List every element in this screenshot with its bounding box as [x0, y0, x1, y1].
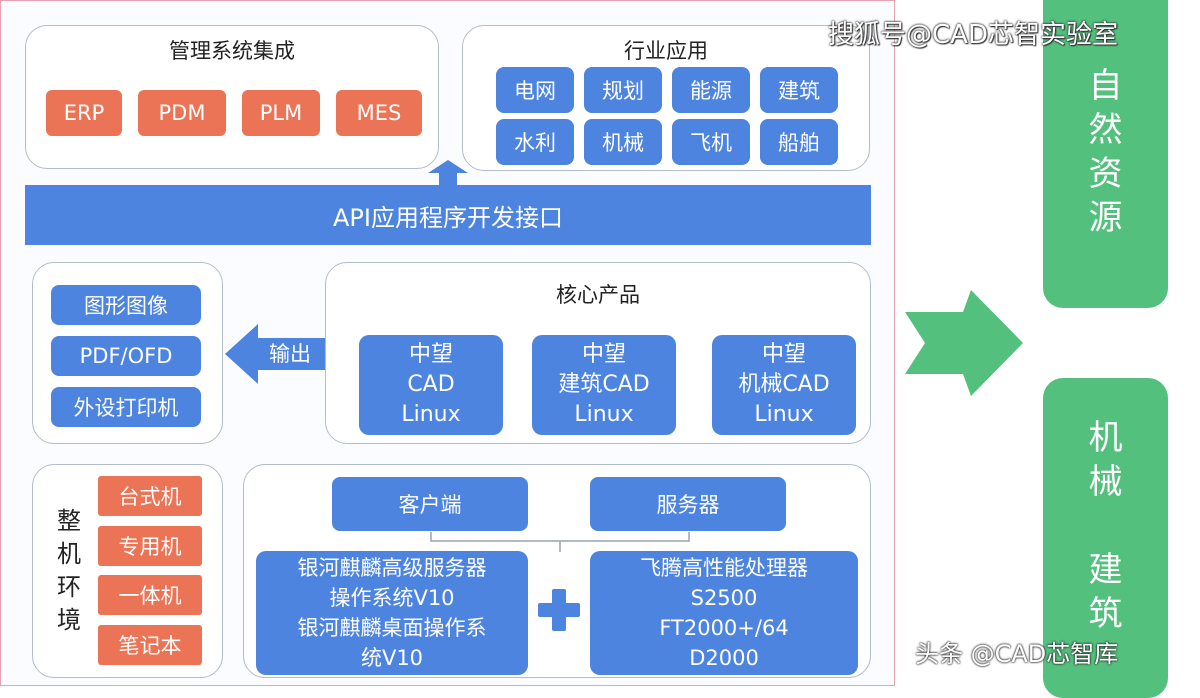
product-line: 中望 [581, 342, 626, 367]
machine-env-title-char: 整 [57, 507, 81, 535]
industry-item: 规划 [584, 67, 662, 113]
product-line: 机械CAD [738, 372, 830, 397]
mech-arch-char: 建 [1088, 550, 1123, 590]
erp-box: ERP [46, 90, 122, 136]
machine-env-title-char: 环 [57, 573, 81, 601]
industry-item: 建筑 [760, 67, 838, 113]
output-arrow-label: 输出 [269, 342, 311, 366]
natural-resources-char: 然 [1088, 110, 1123, 150]
desktop-box: 台式机 [98, 476, 202, 516]
mech-arch-char: 筑 [1088, 594, 1123, 634]
pdm-box: PDM [138, 90, 226, 136]
bracket-connector [430, 532, 690, 552]
graphics-box: 图形图像 [51, 285, 201, 325]
industry-item: 水利 [496, 119, 574, 165]
product-line: 建筑CAD [558, 372, 650, 397]
machine-env-title: 整 机 环 境 [49, 505, 89, 637]
core-products-panel: 核心产品 中望 CAD Linux 中望 建筑CAD Linux 中望 机械CA… [325, 262, 871, 444]
core-products-title: 核心产品 [556, 283, 640, 307]
api-bar: API应用程序开发接口 [25, 185, 871, 245]
natural-resources-char: 源 [1088, 198, 1123, 238]
product-line: Linux [754, 402, 814, 427]
management-title: 管理系统集成 [169, 39, 295, 63]
pdf-ofd-box: PDF/OFD [51, 336, 201, 376]
natural-resources-char: 资 [1088, 154, 1123, 194]
plus-icon [538, 589, 580, 631]
industry-item: 电网 [496, 67, 574, 113]
right-arrow-icon [905, 290, 1023, 396]
industry-item: 飞机 [672, 119, 750, 165]
client-box: 客户端 [332, 477, 528, 531]
os-line: 操作系统V10 [329, 586, 455, 610]
product-zwcad-linux: 中望 CAD Linux [359, 335, 503, 435]
cpu-line: S2500 [690, 586, 758, 610]
cpu-box: 飞腾高性能处理器 S2500 FT2000+/64 D2000 [590, 551, 858, 675]
up-arrow-icon [428, 160, 468, 190]
management-panel: 管理系统集成 ERP PDM PLM MES [25, 25, 439, 169]
machine-env-panel: 整 机 环 境 台式机 专用机 一体机 笔记本 [32, 464, 223, 678]
plm-box: PLM [242, 90, 320, 136]
dedicated-box: 专用机 [98, 526, 202, 566]
watermark-top: 搜狐号@CAD芯智实验室 [828, 20, 1118, 50]
output-arrow-icon [225, 324, 330, 384]
cpu-line: FT2000+/64 [659, 616, 789, 640]
mech-arch-box: 机 械 建 筑 [1043, 378, 1168, 698]
mech-arch-char: 械 [1088, 462, 1123, 502]
product-line: CAD [407, 372, 455, 397]
product-line: 中望 [761, 342, 806, 367]
product-line: 中望 [408, 342, 453, 367]
industry-item: 机械 [584, 119, 662, 165]
notebook-box: 笔记本 [98, 625, 202, 665]
mes-box: MES [336, 90, 422, 136]
printer-box: 外设打印机 [51, 387, 201, 427]
cpu-line: D2000 [689, 646, 759, 670]
base-panel: 客户端 服务器 银河麒麟高级服务器 操作系统V10 银河麒麟桌面操作系 统V10… [243, 464, 871, 678]
product-line: Linux [401, 402, 461, 427]
product-line: Linux [574, 402, 634, 427]
os-line: 统V10 [360, 646, 424, 670]
machine-env-title-char: 境 [57, 606, 81, 634]
product-mechanical-cad-linux: 中望 机械CAD Linux [712, 335, 856, 435]
os-box: 银河麒麟高级服务器 操作系统V10 银河麒麟桌面操作系 统V10 [256, 551, 528, 675]
mech-arch-char: 机 [1088, 418, 1123, 458]
os-line: 银河麒麟高级服务器 [297, 556, 487, 580]
watermark-bottom: 头条 @CAD芯智库 [915, 640, 1119, 668]
industry-title: 行业应用 [624, 39, 708, 63]
all-in-one-box: 一体机 [98, 575, 202, 615]
industry-item: 能源 [672, 67, 750, 113]
natural-resources-char: 自 [1088, 66, 1123, 106]
natural-resources-box: 自 然 资 源 [1043, 0, 1168, 308]
product-architecture-cad-linux: 中望 建筑CAD Linux [532, 335, 676, 435]
server-box: 服务器 [590, 477, 786, 531]
machine-env-title-char: 机 [57, 540, 81, 568]
industry-panel: 行业应用 电网 规划 能源 建筑 水利 机械 飞机 船舶 [462, 25, 870, 171]
output-panel: 图形图像 PDF/OFD 外设打印机 [32, 262, 223, 444]
os-line: 银河麒麟桌面操作系 [297, 616, 487, 640]
cpu-line: 飞腾高性能处理器 [640, 556, 808, 580]
industry-item: 船舶 [760, 119, 838, 165]
